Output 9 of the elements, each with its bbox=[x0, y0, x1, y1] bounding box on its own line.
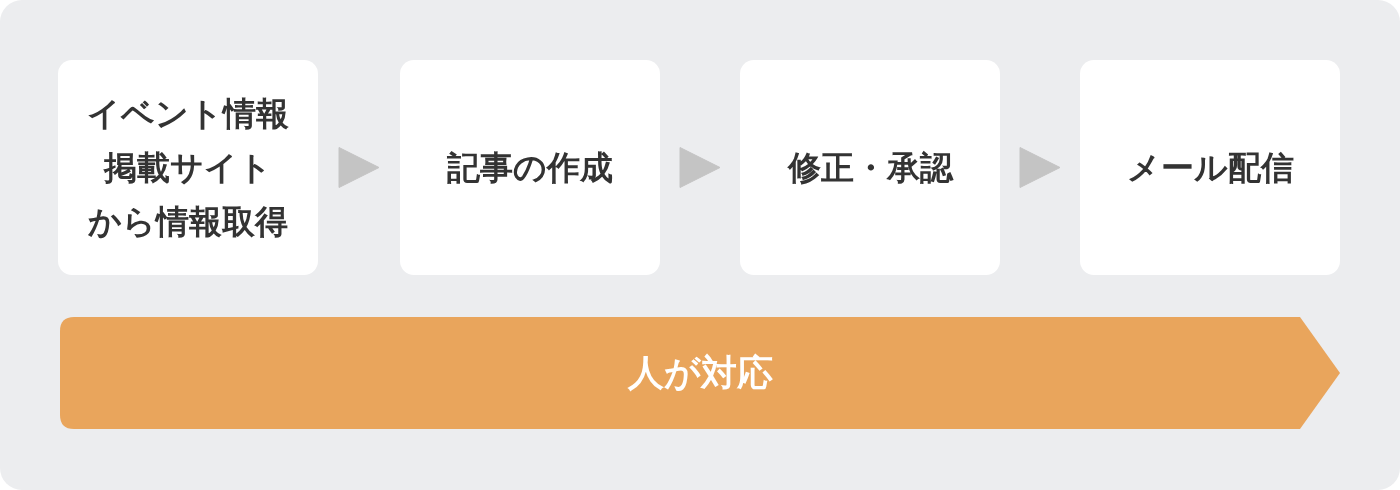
step-label: メール配信 bbox=[1126, 146, 1294, 189]
chevron-arrow bbox=[338, 147, 380, 188]
chevron-arrow bbox=[679, 147, 721, 188]
arrow-band bbox=[60, 317, 1340, 429]
step-label: 記事の作成 bbox=[447, 146, 613, 189]
step-label: 人が対応 bbox=[627, 351, 773, 395]
step-label: イベント情報掲載サイトから情報取得 bbox=[86, 92, 290, 243]
step-label: 修正・承認 bbox=[787, 146, 953, 189]
chevron-arrow bbox=[1019, 147, 1061, 188]
